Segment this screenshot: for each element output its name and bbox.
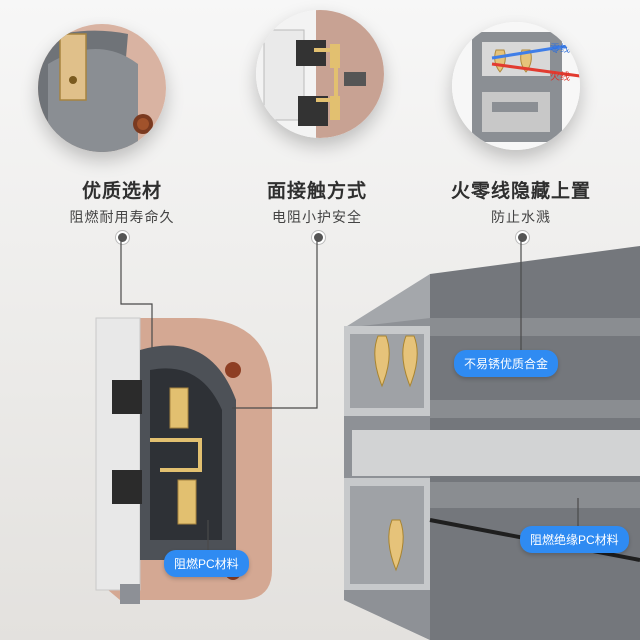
callout-dot-material xyxy=(116,231,129,244)
contact-detail-image xyxy=(256,10,384,138)
feature-material-subtitle: 阻燃耐用寿命久 xyxy=(69,209,175,225)
leader-line-contact xyxy=(232,240,318,409)
feature-contact-title: 面接触方式 xyxy=(266,181,367,202)
contact-detail-circle xyxy=(256,10,384,138)
feature-hidden-wire: 火零线隐藏上置 防止水溅 xyxy=(426,176,616,227)
neutral-wire-label: 零线 xyxy=(550,44,570,55)
badge-insulation-pc: 阻燃绝缘PC材料 xyxy=(520,526,629,553)
hidden-wire-detail-circle: 零线 火线 xyxy=(452,22,580,150)
live-wire-label: 火线 xyxy=(550,72,570,83)
badge-flame-retardant-pc: 阻燃PC材料 xyxy=(164,550,249,577)
callout-dot-hidden-wire xyxy=(516,231,529,244)
rail-profile xyxy=(344,246,640,640)
feature-material-title: 优质选材 xyxy=(81,181,162,202)
material-detail-image xyxy=(38,24,166,152)
feature-material: 优质选材 阻燃耐用寿命久 xyxy=(27,176,217,227)
material-detail-circle xyxy=(38,24,166,152)
feature-contact: 面接触方式 电阻小护安全 xyxy=(222,176,412,227)
feature-hidden-wire-subtitle: 防止水溅 xyxy=(491,209,551,225)
hidden-wire-detail-image xyxy=(452,22,580,150)
feature-hidden-wire-title: 火零线隐藏上置 xyxy=(450,181,591,202)
callout-dot-contact xyxy=(312,231,325,244)
leader-line-material xyxy=(120,240,153,348)
badge-rustproof-alloy: 不易锈优质合金 xyxy=(454,350,559,377)
feature-contact-subtitle: 电阻小护安全 xyxy=(272,209,362,225)
